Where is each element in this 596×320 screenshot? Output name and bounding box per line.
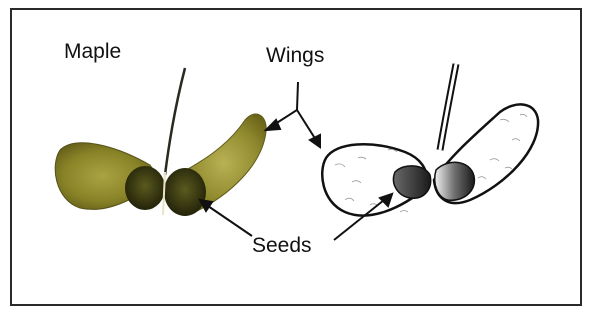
- maple-drawing: [322, 64, 538, 216]
- maple-photo: [55, 68, 266, 216]
- photo-seed-divide: [163, 172, 165, 215]
- photo-seed-left: [125, 166, 165, 210]
- seeds-label: Seeds: [252, 234, 312, 258]
- drawing-seed-left: [393, 166, 430, 198]
- wings-leader-right: [297, 110, 316, 140]
- photo-stem: [165, 68, 185, 175]
- seeds-leader-left: [208, 206, 252, 236]
- diagram-title: Maple: [64, 40, 121, 64]
- photo-seed-right: [164, 168, 206, 216]
- wings-arrow-right: [310, 135, 320, 147]
- wings-label: Wings: [266, 44, 324, 68]
- drawing-seed-right: [435, 162, 475, 200]
